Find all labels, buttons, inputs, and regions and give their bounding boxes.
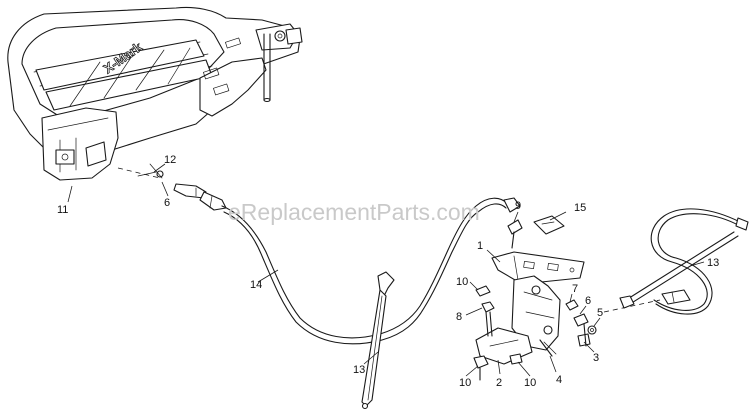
callout-10: 10 [459,377,471,389]
engine-deck-assembly: X-Mark [7,6,303,181]
callout-7: 7 [572,283,578,295]
callout-6: 6 [585,295,591,307]
callout-13: 13 [707,257,719,269]
callout-13: 13 [353,364,365,376]
callout-4: 4 [556,374,562,386]
throttle-cable [173,183,521,345]
alignment-line-right [603,299,661,313]
callout-11: 11 [57,204,68,216]
callout-5: 5 [597,307,603,319]
callout-1: 1 [477,240,483,252]
callout-10: 10 [524,377,536,389]
callout-15: 15 [574,202,586,214]
callout-6: 6 [164,197,170,209]
callout-14: 14 [250,279,262,291]
callout-12: 12 [164,154,176,166]
bracket-linkage-assembly [473,215,597,381]
callout-9: 9 [515,200,521,212]
callout-2: 2 [496,377,502,389]
callout-10: 10 [456,276,468,288]
control-lever-left [361,271,395,410]
alignment-line-left [117,167,161,179]
callout-3: 3 [593,352,599,364]
callout-labels: 1 2 3 4 5 6 6 7 8 9 10 10 10 11 12 13 13… [57,154,719,389]
callout-leaders [67,163,705,377]
control-cable-right [619,208,749,315]
watermark-text: eReplacementParts.com [228,199,480,225]
callout-8: 8 [456,311,462,323]
